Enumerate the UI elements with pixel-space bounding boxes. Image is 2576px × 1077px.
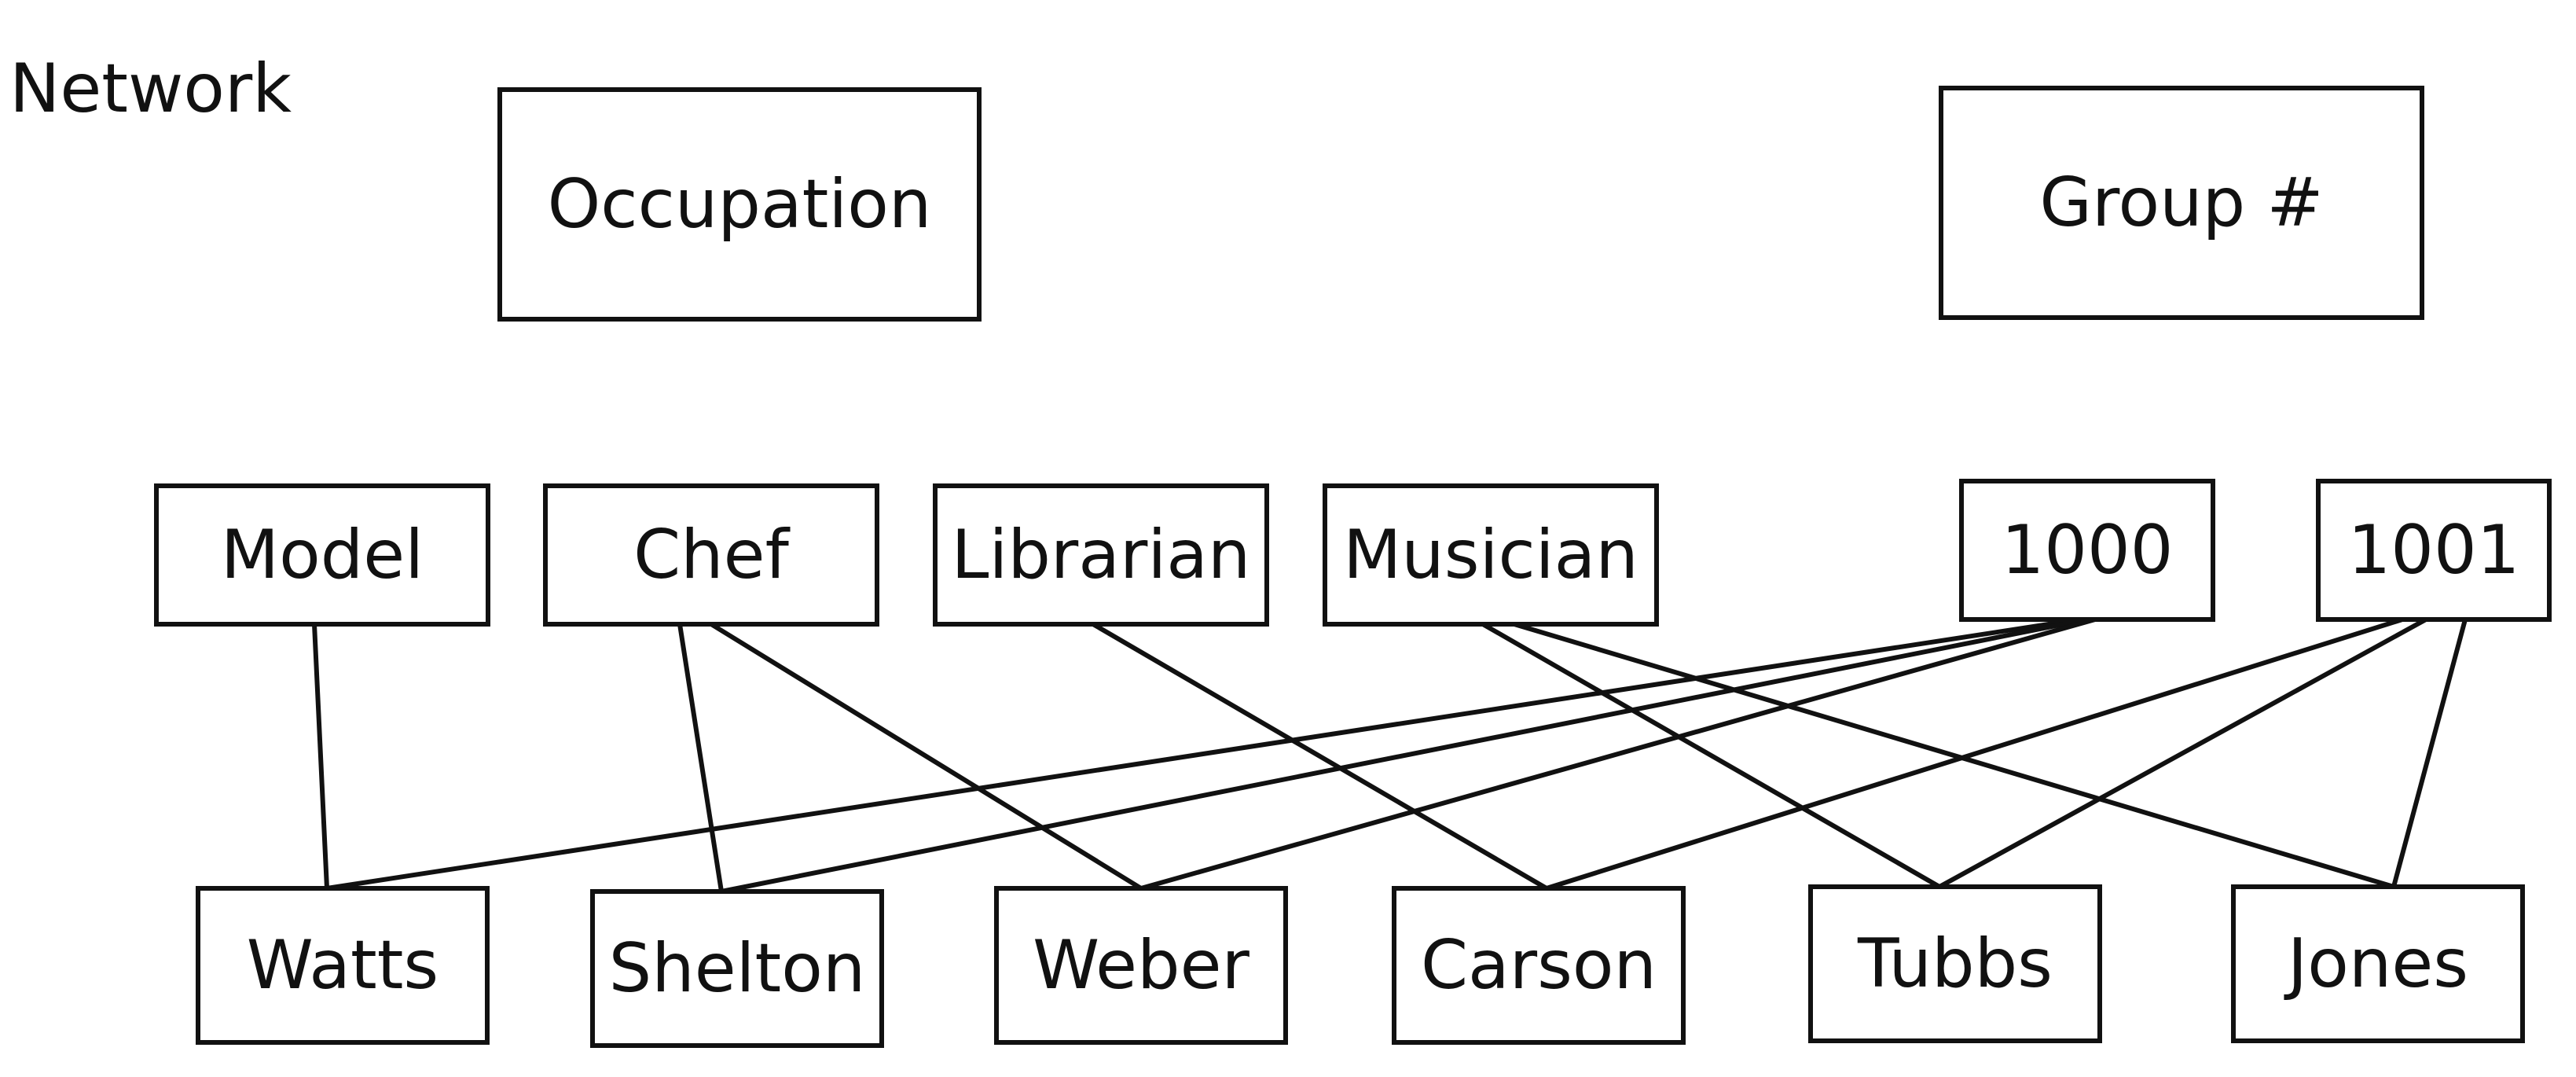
attribute-node-model: Model [154, 483, 490, 627]
attribute-node-1000: 1000 [1959, 479, 2215, 622]
person-node-box [1808, 884, 2102, 1043]
edge-musician-to-jones [1512, 622, 2396, 889]
attribute-node-chef: Chef [543, 483, 879, 627]
attribute-node-box [933, 483, 1269, 627]
edge-g1001-to-jones [2391, 617, 2468, 889]
person-node-shelton: Shelton [590, 889, 884, 1048]
person-node-weber: Weber [994, 886, 1288, 1045]
edge-g1000-to-shelton [719, 617, 2090, 894]
person-node-watts: Watts [196, 886, 490, 1045]
person-node-label: Jones [2284, 924, 2468, 1003]
edges [312, 617, 2468, 894]
edge-chef-to-weber [709, 622, 1143, 891]
person-node-box [196, 886, 490, 1045]
person-node-box [1392, 886, 1686, 1045]
attribute-node-label: 1000 [2002, 511, 2174, 590]
edge-g1000-to-weber [1139, 617, 2097, 891]
attribute-node-box [2316, 479, 2552, 622]
attribute-nodes: Model Chef Librarian Musician 1000 1001 [154, 479, 2552, 627]
attribute-node-box [1323, 483, 1659, 627]
attribute-node-label: Musician [1343, 516, 1638, 594]
attribute-node-label: Model [221, 516, 424, 594]
category-node-box [497, 87, 982, 322]
person-node-box [590, 889, 884, 1048]
attribute-node-label: Librarian [952, 516, 1251, 594]
diagram-title: Network [9, 50, 292, 128]
person-node-jones: Jones [2231, 884, 2525, 1043]
attribute-node-label: 1001 [2348, 511, 2520, 590]
edge-g1001-to-tubbs [1937, 617, 2428, 889]
edge-musician-to-tubbs [1481, 622, 1942, 889]
person-node-label: Shelton [609, 929, 866, 1008]
edge-g1000-to-watts [325, 617, 2082, 891]
person-node-label: Tubbs [1857, 924, 2053, 1003]
person-nodes: Watts Shelton Weber Carson Tubbs Jones [196, 884, 2525, 1048]
category-node-label: Group # [2039, 164, 2323, 242]
person-node-label: Carson [1421, 926, 1657, 1005]
edge-model-to-watts [312, 622, 329, 891]
person-node-label: Watts [247, 926, 439, 1005]
edge-librarian-to-carson [1091, 622, 1549, 891]
attribute-node-box [543, 483, 879, 627]
person-node-carson: Carson [1392, 886, 1686, 1045]
attribute-node-1001: 1001 [2316, 479, 2552, 622]
category-node-box [1939, 86, 2424, 320]
attribute-node-musician: Musician [1323, 483, 1659, 627]
category-nodes: Occupation Group # [497, 86, 2424, 322]
category-node-label: Occupation [548, 165, 932, 244]
attribute-node-box [154, 483, 490, 627]
edge-chef-to-shelton [677, 622, 724, 894]
category-node-occupation: Occupation [497, 87, 982, 322]
attribute-node-box [1959, 479, 2215, 622]
category-node-group: Group # [1939, 86, 2424, 320]
attribute-node-librarian: Librarian [933, 483, 1269, 627]
attribute-node-label: Chef [633, 516, 790, 594]
person-node-box [2231, 884, 2525, 1043]
edge-g1001-to-carson [1544, 617, 2405, 891]
person-node-box [994, 886, 1288, 1045]
person-node-label: Weber [1033, 926, 1249, 1005]
person-node-tubbs: Tubbs [1808, 884, 2102, 1043]
